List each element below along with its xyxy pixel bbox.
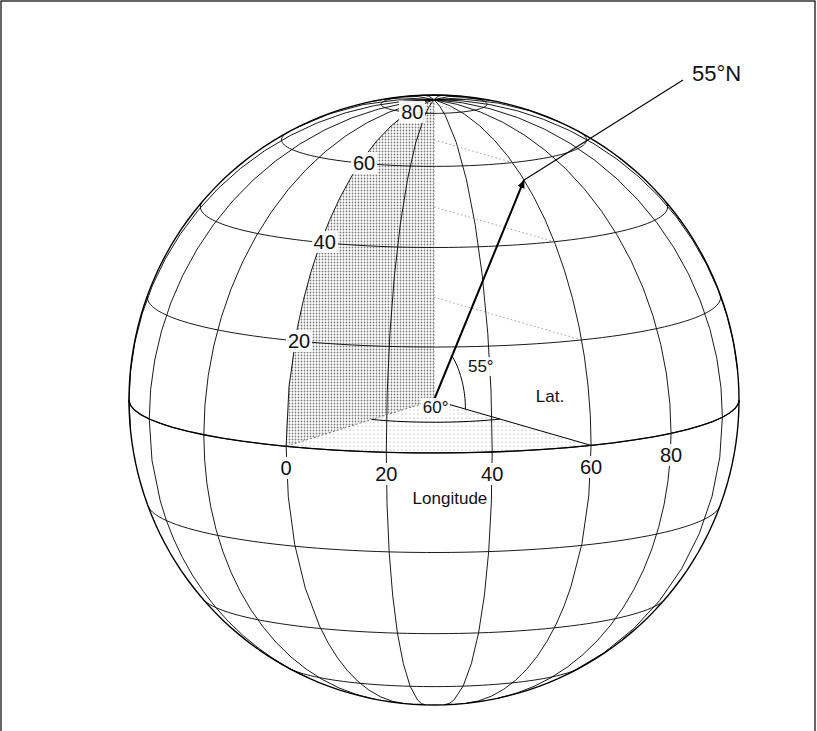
longitude-value: 80: [658, 444, 684, 466]
angle-arc: [372, 419, 500, 422]
longitude-value: 60: [578, 456, 604, 478]
radius-line: [286, 400, 434, 446]
latitude-value: 60: [351, 152, 377, 174]
angle-label: 60°: [421, 398, 451, 417]
latitude-value: 80: [399, 101, 425, 123]
position-label: 55°N: [690, 62, 743, 86]
angle-label: Lat.: [534, 387, 566, 406]
leader-line: [524, 80, 683, 180]
parallel-guide: [434, 140, 513, 163]
parallel-guide: [434, 297, 582, 340]
graticule: [129, 95, 739, 705]
angle-label: 55°: [466, 357, 496, 376]
longitude-value: 20: [373, 463, 399, 485]
meridian-plane: [286, 100, 434, 447]
parallel-guide: [434, 104, 461, 112]
latitude-value: 20: [286, 330, 312, 352]
parallel-guide: [434, 207, 554, 242]
angle-arc: [452, 356, 465, 409]
position-arrow: [434, 180, 524, 400]
globe-outline: [129, 95, 739, 705]
axis-label: Longitude: [411, 489, 490, 508]
radius-line: [434, 400, 591, 445]
latitude-value: 40: [312, 231, 338, 253]
longitude-value: 0: [279, 457, 294, 479]
longitude-value: 40: [479, 463, 505, 485]
polar-axis: [434, 100, 435, 400]
